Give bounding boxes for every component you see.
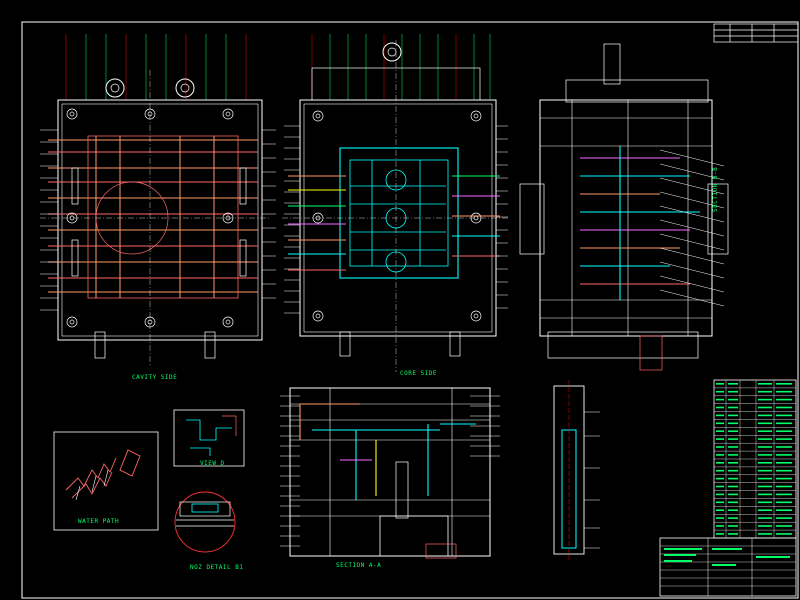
revision-block	[713, 23, 799, 43]
section-b-label: SECTION B-B	[712, 166, 719, 212]
core-side-view	[282, 34, 510, 372]
section-a-view	[280, 387, 500, 559]
cavity-side-view	[40, 34, 276, 365]
nozzle-detail-view	[174, 491, 236, 553]
section-b-view	[519, 43, 729, 371]
title-block	[659, 537, 797, 597]
cavity-side-label: CAVITY SIDE	[132, 374, 178, 381]
core-side-label: CORE SIDE	[400, 370, 438, 377]
section-a-label: SECTION A-A	[336, 562, 382, 569]
water-path-label: WATER PATH	[78, 518, 120, 525]
nozzle-detail-label: NOZ DETAIL B1	[190, 564, 244, 571]
bom-table	[713, 379, 797, 539]
ejector-section-view	[553, 380, 600, 560]
water-path-view	[53, 431, 159, 531]
drawing-border	[21, 21, 799, 599]
detail-view	[173, 409, 245, 467]
detail-view-label: VIEW D	[200, 460, 225, 467]
